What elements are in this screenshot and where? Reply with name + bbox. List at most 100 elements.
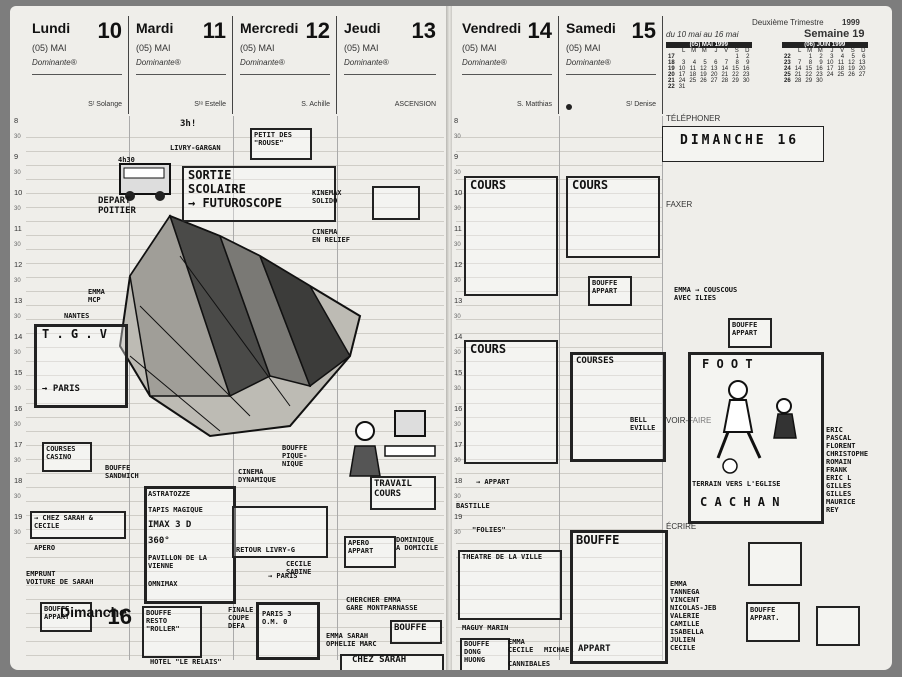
mini-calendar-day[interactable]: 26 <box>848 72 855 78</box>
mini-calendar-day[interactable]: 24 <box>678 78 686 84</box>
mini-calendar-day[interactable]: 14 <box>721 66 729 72</box>
mini-calendar-day[interactable]: 20 <box>710 72 718 78</box>
mini-calendar-day[interactable]: 26 <box>700 78 707 84</box>
mini-calendar-day[interactable]: 15 <box>732 66 739 72</box>
dimanche-box[interactable] <box>662 126 824 162</box>
chez-sarah-2-box[interactable] <box>340 654 444 670</box>
cours-box-2[interactable] <box>566 176 660 258</box>
mini-calendar-day[interactable] <box>687 84 698 90</box>
mini-calendar-day[interactable]: 4 <box>840 54 845 60</box>
mini-calendar-day[interactable]: 28 <box>794 78 802 84</box>
mini-calendar-day[interactable]: 23 <box>816 72 823 78</box>
mini-calendar-day[interactable]: 4 <box>692 60 697 66</box>
tv-sketch-box[interactable] <box>816 606 860 646</box>
mini-calendar-day[interactable]: 12 <box>848 60 855 66</box>
bouffe-appart-3-box[interactable] <box>570 530 668 664</box>
mini-calendar-day[interactable]: 12 <box>700 66 707 72</box>
courses-box[interactable] <box>570 352 666 462</box>
mini-calendar-day[interactable]: 19 <box>848 66 855 72</box>
bouffe-sarah-box[interactable] <box>390 620 442 644</box>
day-column-saturday[interactable]: Samedi 15 (05) MAI Dominante® Sᵗ Denise <box>560 16 663 114</box>
mini-calendar-day[interactable]: 7 <box>724 60 729 66</box>
mini-calendar-day[interactable] <box>730 84 741 90</box>
mini-calendar-day[interactable] <box>857 78 868 84</box>
foot-box[interactable] <box>688 352 824 524</box>
day-column-monday[interactable]: Lundi 10 (05) MAI Dominante® Sᵗ Solange <box>26 16 129 114</box>
mini-calendar-day[interactable]: 27 <box>710 78 718 84</box>
sortie-box[interactable] <box>182 166 336 222</box>
mini-calendar-day[interactable]: 21 <box>794 72 802 78</box>
mini-calendar-day[interactable]: 8 <box>735 60 739 66</box>
mini-calendar-day[interactable]: 10 <box>678 66 686 72</box>
mini-calendar-day[interactable]: 22 <box>805 72 813 78</box>
mini-calendar-day[interactable] <box>698 84 709 90</box>
mini-calendar-day[interactable]: 30 <box>742 78 750 84</box>
courses-casino-box[interactable] <box>42 442 92 472</box>
mini-calendar-day[interactable]: 27 <box>858 72 866 78</box>
futuroscope-shows-box[interactable] <box>144 486 236 604</box>
mini-calendar-day[interactable]: 2 <box>819 54 823 60</box>
mini-calendar-day[interactable]: 9 <box>819 60 823 66</box>
petit-des-box[interactable] <box>250 128 312 160</box>
day-column-tuesday[interactable]: Mardi 11 (05) MAI Dominante® Sᵗᵉ Estelle <box>130 16 233 114</box>
chez-sarah-box[interactable] <box>30 511 126 539</box>
mini-calendar-day[interactable]: 25 <box>837 72 845 78</box>
mini-calendar-day[interactable]: 13 <box>710 66 718 72</box>
mini-calendar-day[interactable]: 24 <box>826 72 834 78</box>
cours-box-1[interactable] <box>464 176 558 296</box>
bouffe-appart-5-box[interactable] <box>746 602 800 642</box>
mini-calendar-day[interactable]: 31 <box>678 84 686 90</box>
mini-calendar-day[interactable]: 5 <box>703 60 707 66</box>
tv-score-box[interactable] <box>256 602 320 660</box>
bouffe-appart-4-box[interactable] <box>728 318 772 348</box>
mini-calendar-day[interactable]: 19 <box>700 72 707 78</box>
mini-calendar-day[interactable] <box>709 84 720 90</box>
mini-calendar-day[interactable]: 17 <box>678 72 686 78</box>
mini-calendar-day[interactable]: 25 <box>689 78 697 84</box>
bouffe-appart-box[interactable] <box>40 602 92 632</box>
mini-calendar-day[interactable] <box>835 78 846 84</box>
mini-calendar-day[interactable]: 6 <box>862 54 866 60</box>
mini-calendar-day[interactable]: 29 <box>805 78 813 84</box>
mini-calendar-day[interactable]: 23 <box>742 72 750 78</box>
mini-calendar-day[interactable]: 18 <box>689 72 697 78</box>
day-column-thursday[interactable]: Jeudi 13 (05) MAI Dominante® ASCENSION <box>338 16 442 114</box>
mini-calendar-day[interactable]: 9 <box>746 60 750 66</box>
bouffe-resto-box[interactable] <box>142 606 202 658</box>
theatre-box[interactable] <box>458 550 562 620</box>
mini-calendar-day[interactable]: 17 <box>826 66 834 72</box>
day-column-friday[interactable]: Vendredi 14 (05) MAI Dominante® S. Matth… <box>456 16 559 114</box>
bouffe-dong-box[interactable] <box>460 638 510 670</box>
mini-calendar-day[interactable]: 15 <box>805 66 813 72</box>
mini-calendar-day[interactable]: 29 <box>732 78 739 84</box>
mini-calendar-day[interactable]: 16 <box>742 66 750 72</box>
mini-calendar-day[interactable]: 1 <box>735 54 739 60</box>
travail-cours-box[interactable] <box>370 476 436 510</box>
mini-calendar-day[interactable]: 10 <box>826 60 834 66</box>
mini-calendar-day[interactable] <box>846 78 857 84</box>
mini-calendar-day[interactable]: 20 <box>858 66 866 72</box>
dinner-sketch-box[interactable] <box>748 542 802 586</box>
mini-calendar-day[interactable]: 28 <box>721 78 729 84</box>
mini-calendar-day[interactable]: 3 <box>830 54 834 60</box>
mini-calendar-day[interactable] <box>741 84 752 90</box>
retour-bus-box[interactable] <box>232 506 328 558</box>
mini-calendar-day[interactable]: 30 <box>816 78 823 84</box>
mini-calendar-day[interactable]: 6 <box>714 60 718 66</box>
mini-calendar-day[interactable]: 11 <box>689 66 697 72</box>
mini-calendar-day[interactable]: 22 <box>732 72 739 78</box>
apero-appart-box[interactable] <box>344 536 396 568</box>
mini-calendar-day[interactable]: 2 <box>746 54 750 60</box>
mini-calendar-day[interactable]: 11 <box>837 60 845 66</box>
bouffe-appart-2-box[interactable] <box>588 276 632 306</box>
mini-calendar-day[interactable]: 7 <box>798 60 802 66</box>
mini-calendar-day[interactable] <box>719 84 730 90</box>
mini-calendar-day[interactable]: 8 <box>808 60 813 66</box>
mini-calendar-day[interactable]: 5 <box>851 54 855 60</box>
cinema-sketch-box[interactable] <box>372 186 420 220</box>
mini-calendar-day[interactable] <box>825 78 836 84</box>
mini-calendar-day[interactable]: 3 <box>682 60 686 66</box>
mini-calendar-day[interactable]: 13 <box>858 60 866 66</box>
